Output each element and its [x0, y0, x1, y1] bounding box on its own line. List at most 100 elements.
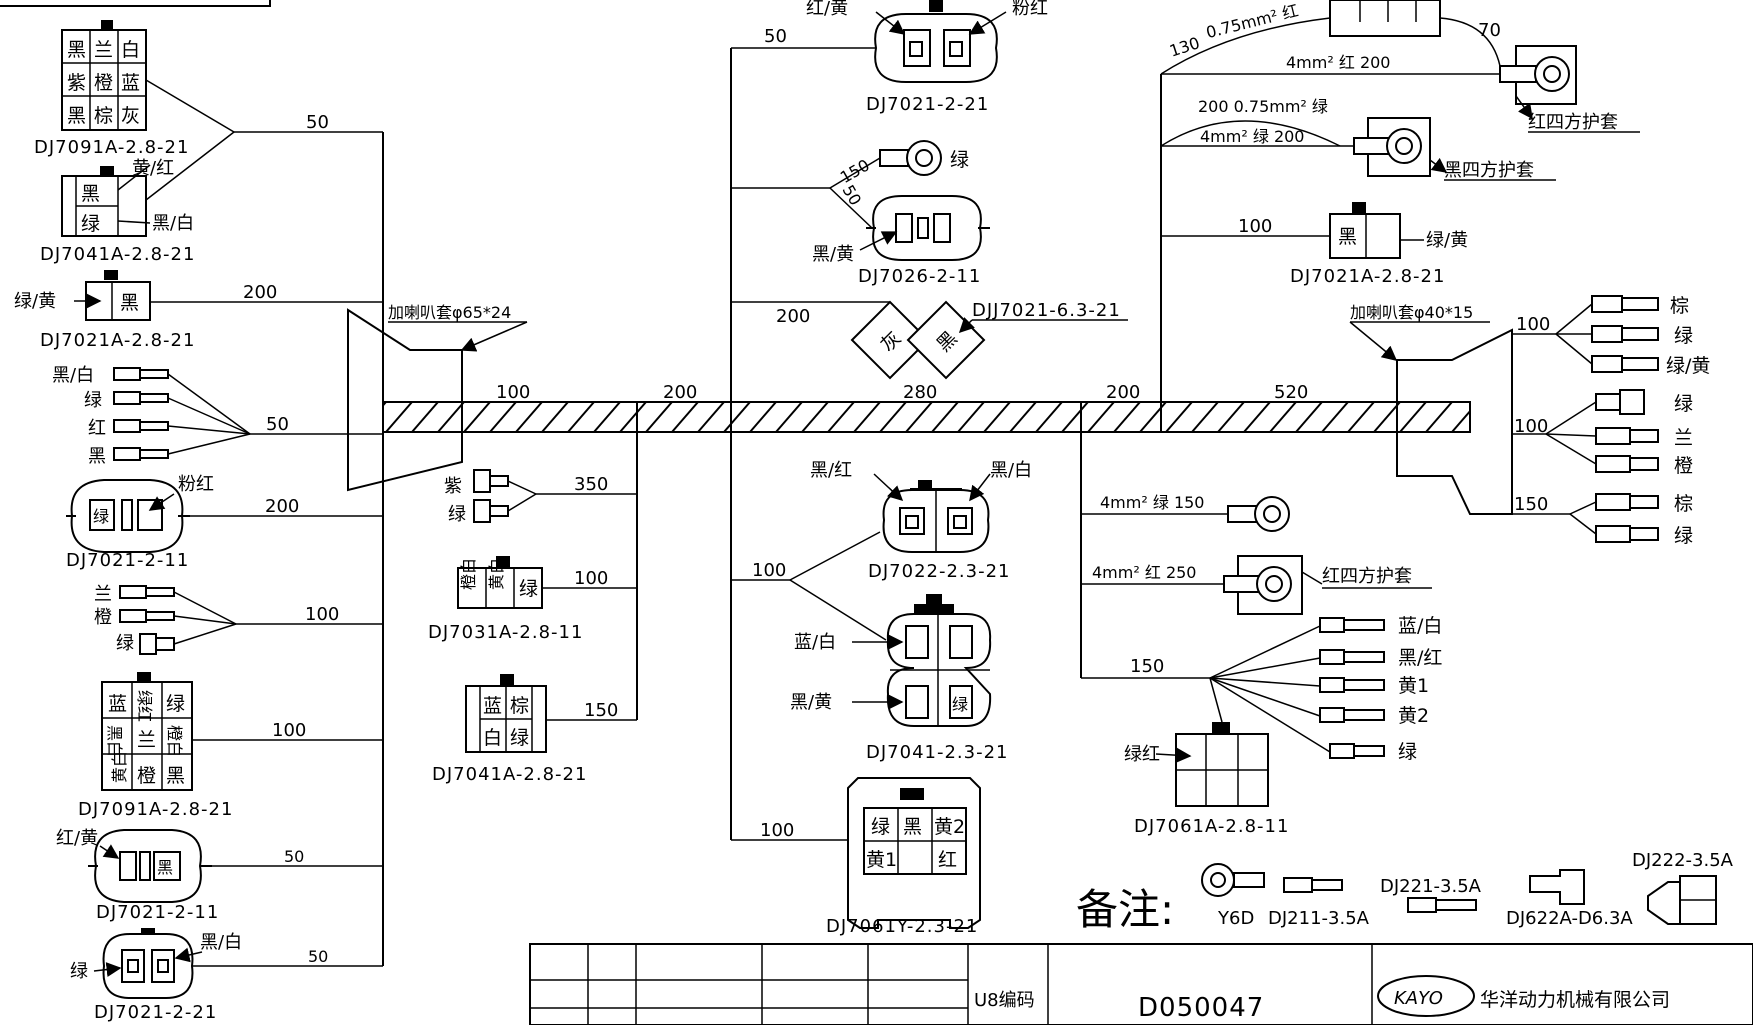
wire-label: 黑/红 — [810, 460, 852, 481]
connector-dj7091a-lower: 蓝 绿红 绿 黑白 兰 橙白 黄白 橙 黑 100 DJ7091A-2.8-21 — [78, 672, 383, 820]
pins-left-group: 黑/白 绿 红 黑 50 — [52, 365, 383, 467]
pin-label: 兰 — [1674, 427, 1693, 449]
pin-label: 棕 — [1670, 295, 1689, 317]
wire-label: 绿 — [70, 961, 88, 982]
brand-logo-text: KAYO — [1394, 988, 1443, 1009]
pins-right-top: 100 棕 绿 绿/黄 — [1512, 295, 1710, 377]
dim-520-trunk: 520 — [1274, 382, 1308, 403]
pin-label: 绿 — [1674, 393, 1693, 415]
pin-label: 绿 — [1674, 525, 1693, 547]
connector-name: DJ7041-2.3-21 — [866, 742, 1009, 763]
sleeve-label: 红四方护套 — [1322, 566, 1412, 587]
wire-fan-top-left: 50 — [145, 79, 383, 201]
left-sleeve: 加喇叭套φ65*24 — [347, 303, 528, 492]
connector-name: DJ7021-2-21 — [94, 1002, 217, 1023]
connector-dj7041a-mid: 蓝 棕 白 绿 150 DJ7041A-2.8-21 — [432, 674, 637, 785]
pins-lan-orange: 兰 橙 绿 100 — [94, 584, 383, 655]
connector-dj7021a-right: 100 黑 绿/黄 DJ7021A-2.8-21 — [1161, 202, 1468, 287]
dim-label: 100 — [752, 560, 786, 581]
wire-label: 黑/黄 — [812, 244, 854, 265]
cell: 黄1 — [866, 849, 897, 871]
cell: 橙 — [94, 72, 113, 94]
wire-label: 黑/白 — [200, 932, 242, 953]
cell: 白 — [483, 727, 502, 749]
cell: 黑 — [166, 765, 185, 787]
connector-name: DJ7031A-2.8-11 — [428, 622, 583, 643]
company-name: 华洋动力机械有限公司 — [1480, 989, 1670, 1011]
connector-name: DJ7021-2-11 — [66, 550, 189, 571]
wire-label: 绿红 — [1124, 744, 1160, 765]
dim-280-trunk: 280 — [903, 382, 937, 403]
pin-label: 兰 — [94, 584, 112, 605]
dim-label: 50 — [308, 947, 328, 966]
cell: 黑 — [120, 292, 139, 314]
cell: 灰 — [121, 105, 140, 127]
legend-label: Y6D — [1217, 908, 1254, 929]
dim-label: 0.75mm² 红 — [1204, 1, 1300, 42]
u8-code-label: U8编码 — [974, 990, 1035, 1011]
cell: 黑 — [67, 105, 86, 127]
connector-name: DJ7021-2-21 — [866, 94, 989, 115]
pin-label: 绿 — [84, 390, 102, 411]
wire-label: 黑/白 — [990, 460, 1032, 481]
dim-label: 4mm² 绿 200 — [1200, 127, 1304, 146]
left-sleeve-label: 加喇叭套φ65*24 — [388, 303, 511, 322]
wire-label: 黑/黄 — [790, 692, 832, 713]
cell: 绿 — [510, 727, 529, 749]
pin-label: 黑/白 — [52, 365, 94, 386]
connector-dj7061y: 100 绿 黑 黄2 黄1 红 DJ7061Y-2.3-21 — [731, 777, 981, 937]
dim-label: 350 — [574, 474, 608, 495]
connector-dj7061a-group: 150 蓝/白 黑/红 黄1 黄2 绿 绿红 DJ7061A-2.8-11 — [1081, 615, 1442, 837]
pin-label: 绿 — [448, 504, 466, 525]
legend: 备注: Y6D DJ211-3.5A DJ221-3.5A DJ622A-D6.… — [1076, 850, 1734, 934]
ring-terminal-green-200: 200 0.75mm² 绿 4mm² 绿 200 黑四方护套 — [1160, 97, 1556, 181]
connector-dj7021-2-11-b: 黑 红/黄 50 DJ7021-2-11 — [56, 828, 383, 923]
pin-label: 黑 — [88, 446, 106, 467]
dim-label: 100 — [574, 568, 608, 589]
connector-dj7021-2-11-a: 绿 粉红 200 DJ7021-2-11 — [66, 474, 383, 571]
cell: 绿 — [871, 816, 890, 838]
right-sleeve: 加喇叭套φ40*15 — [1349, 303, 1513, 515]
connector-name: DJ7041A-2.8-21 — [432, 764, 587, 785]
connector-dj7021-2-21-top: 50 红/黄 粉红 DJ7021-2-21 — [731, 0, 1048, 115]
pin-label: 黑/红 — [1398, 647, 1442, 669]
pin-label: 黄2 — [1398, 705, 1429, 727]
cell: 蓝 — [121, 72, 140, 94]
cell: 黑 — [81, 183, 100, 205]
cell: 绿 — [166, 693, 185, 715]
dim-label: 150 — [1514, 494, 1548, 515]
legend-label: DJ211-3.5A — [1268, 908, 1370, 929]
cell: 棕 — [94, 105, 113, 127]
cell: 黑 — [157, 858, 173, 877]
cell: 黑 — [67, 39, 86, 61]
pin-label: 绿 — [1398, 741, 1417, 763]
dim-label: 4mm² 红 250 — [1092, 563, 1196, 582]
legend-label: DJ622A-D6.3A — [1506, 908, 1633, 929]
connector-dj7021-2-21-left: 黑/白 绿 50 DJ7021-2-21 — [70, 928, 383, 1023]
wire-label: 粉红 — [178, 474, 214, 495]
ring-terminal-red-250: 4mm² 红 250 红四方护套 — [1081, 555, 1432, 615]
cell: 兰 — [94, 39, 113, 61]
cell: 黄2 — [934, 816, 965, 838]
pins-right-bottom: 150 棕 绿 — [1512, 493, 1693, 547]
housing-terminal-icon — [1647, 875, 1717, 925]
connector-name: DJ7061A-2.8-11 — [1134, 816, 1289, 837]
drawing-code: D050047 — [1138, 993, 1264, 1023]
cell: 黑 — [903, 816, 922, 838]
wire-label: 黑/白 — [152, 213, 194, 234]
dim-label: 130 — [1167, 33, 1202, 61]
dim-label: 200 — [265, 496, 299, 517]
connector-name: DJ7021A-2.8-21 — [40, 330, 195, 351]
pin-label: 红 — [88, 418, 106, 439]
cell: 棕 — [510, 695, 529, 717]
connector-dj7022: 100 黑/红 黑/白 DJ7022-2.3-21 — [731, 460, 1032, 641]
sleeve-label: 黑四方护套 — [1444, 160, 1534, 181]
cell: 绿红 — [135, 690, 154, 722]
cell: 橙白 — [165, 725, 184, 757]
cell: 黑白 — [105, 725, 124, 757]
bullet-female-icon — [1407, 897, 1477, 913]
dim-label: 200 — [776, 306, 810, 327]
right-sleeve-label: 加喇叭套φ40*15 — [1350, 303, 1473, 322]
pins-right-mid: 100 绿 兰 橙 — [1512, 389, 1693, 477]
sleeve-label: 红四方护套 — [1528, 112, 1618, 133]
